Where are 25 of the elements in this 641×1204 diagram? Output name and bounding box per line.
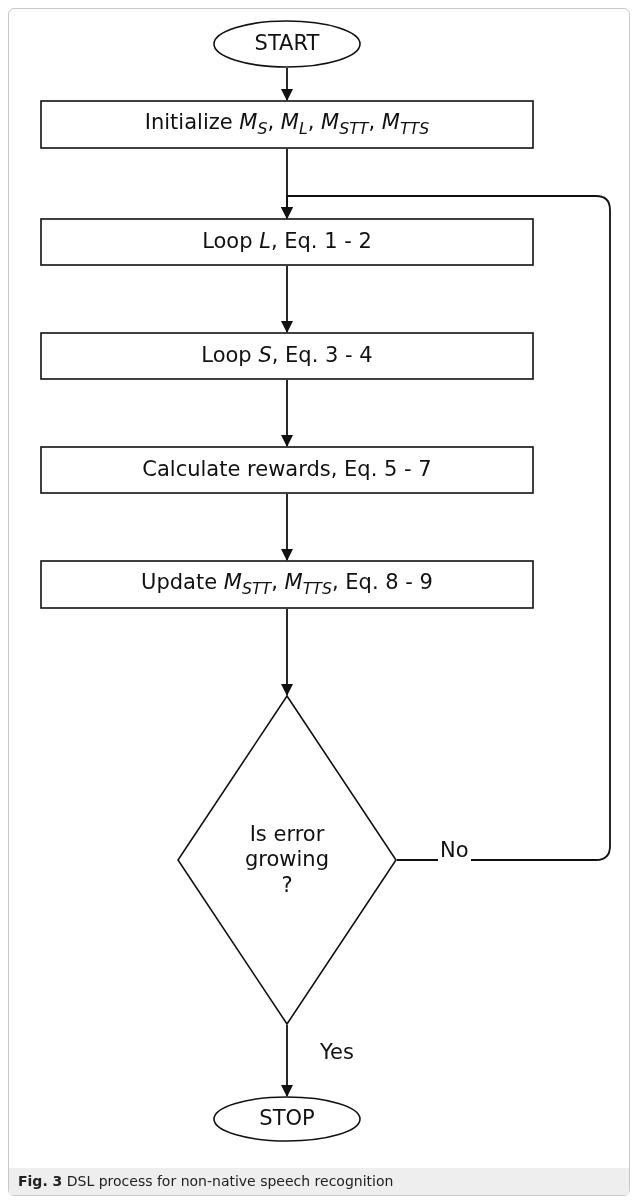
arrow	[281, 1024, 293, 1097]
process-box	[40, 446, 534, 494]
node-label: Loop S, Eq. 3 - 4	[201, 343, 373, 369]
arrow	[281, 67, 293, 101]
node-label: Update M$_{STT}$, M$_{TTS}$, Eq. 8 - 9	[141, 569, 433, 600]
arrow	[281, 493, 293, 561]
node-label: START	[254, 31, 320, 57]
terminal-ellipse	[213, 1096, 361, 1142]
process-box	[40, 332, 534, 380]
terminal-ellipse	[213, 20, 361, 68]
process-box	[40, 100, 534, 149]
process-box	[40, 218, 534, 266]
arrow	[281, 608, 293, 696]
decision-label: Is error growing ?	[244, 822, 330, 898]
arrow	[281, 379, 293, 447]
node-label: STOP	[259, 1106, 315, 1132]
process-box	[40, 560, 534, 609]
node-label: Initialize M$_{S}$, M$_{L}$, M$_{STT}$, M$_{TTS}$	[144, 109, 430, 140]
arrow	[281, 265, 293, 333]
node-label: Calculate rewards, Eq. 5 - 7	[142, 457, 432, 483]
edge-label: No	[438, 838, 471, 862]
arrow	[281, 195, 611, 861]
figure-caption: Fig. 3 DSL process for non-native speech recognition	[18, 1173, 394, 1189]
decision-diamond	[177, 695, 397, 1025]
node-label: Loop L, Eq. 1 - 2	[202, 229, 372, 255]
